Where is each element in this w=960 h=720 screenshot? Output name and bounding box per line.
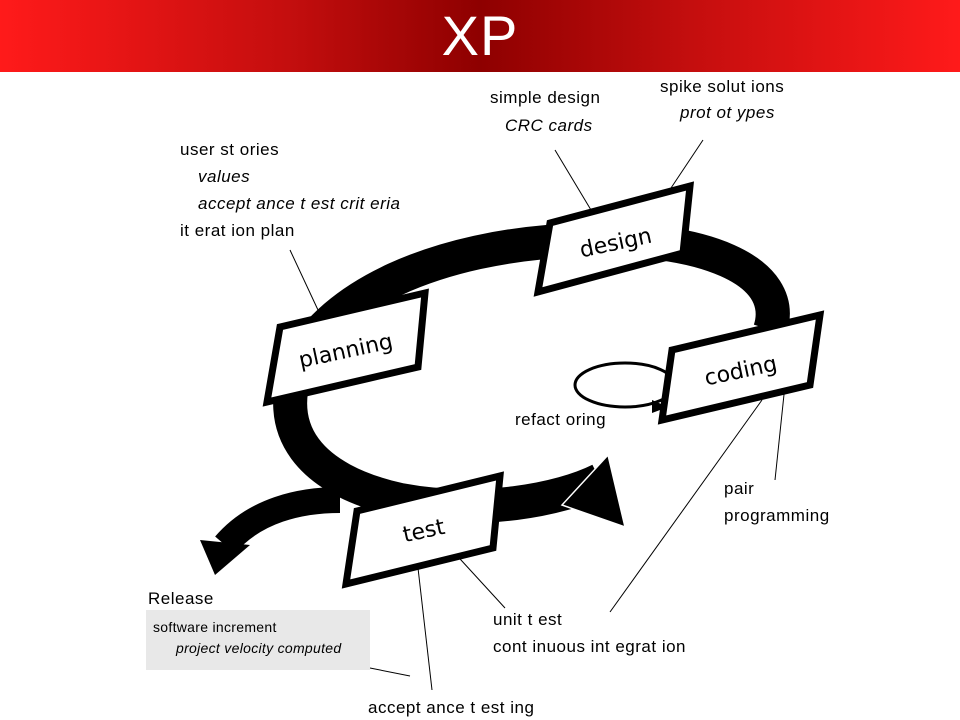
- acceptance-testing-text: accept ance t est ing: [368, 698, 535, 717]
- test-card: test: [341, 471, 504, 589]
- simple-design-text: simple design: [490, 88, 601, 107]
- refactoring-text: refact oring: [515, 410, 607, 429]
- software-increment-text: software increment: [153, 619, 277, 635]
- pair-text: pair: [724, 479, 755, 498]
- annotation-lines: [289, 139, 786, 691]
- loop-arrowhead: [560, 453, 627, 529]
- refactoring-loop: [573, 361, 677, 413]
- user-stories-text: user st ories: [180, 140, 280, 159]
- planning-card: planning: [262, 288, 429, 407]
- spike-solutions-text: spike solut ions: [660, 77, 785, 96]
- prototypes-text: prot ot ypes: [680, 103, 775, 122]
- page-title: XP: [441, 4, 519, 67]
- project-velocity-text: project velocity computed: [176, 640, 342, 656]
- values-text: values: [198, 167, 251, 186]
- crc-cards-text: CRC cards: [505, 116, 593, 135]
- unit-test-text: unit t est: [493, 610, 563, 629]
- coding-card: coding: [657, 310, 825, 425]
- release-arrow: [200, 487, 341, 575]
- design-card: design: [533, 181, 695, 297]
- title-bar: XP: [0, 0, 960, 72]
- release-title: Release: [148, 589, 214, 608]
- iteration-plan-text: it erat ion plan: [180, 221, 295, 240]
- programming-text: programming: [724, 506, 830, 525]
- release-box: software increment project velocity comp…: [146, 610, 370, 670]
- acceptance-criteria-text: accept ance t est crit eria: [198, 194, 401, 213]
- continuous-integration-text: cont inuous int egrat ion: [493, 637, 687, 656]
